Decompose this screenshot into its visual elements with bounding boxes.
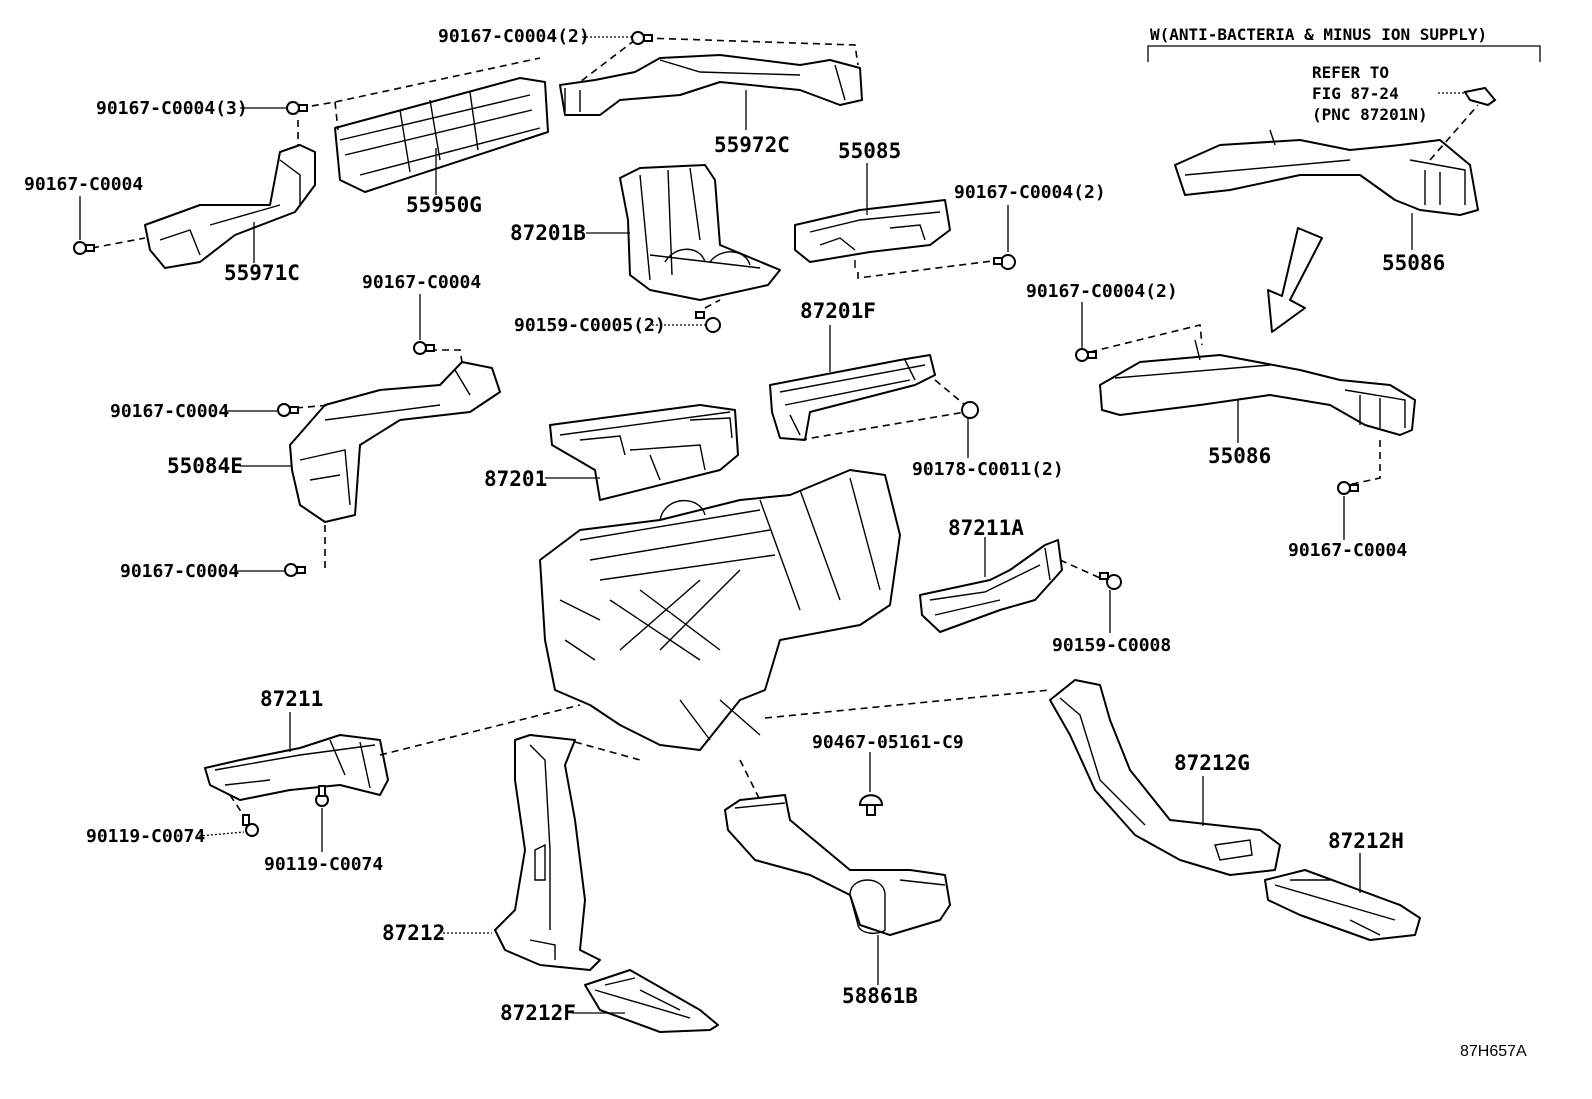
label-90167-c0004-2-top[interactable]: 90167-C0004(2): [438, 26, 590, 47]
bolt-icon: [993, 254, 1016, 270]
label-90119-c0074-a[interactable]: 90119-C0074: [86, 826, 205, 847]
label-55950g[interactable]: 55950G: [406, 193, 482, 217]
part-55084e[interactable]: [289, 361, 501, 523]
bolt-icon: [315, 785, 329, 807]
label-90167-c0004-d[interactable]: 90167-C0004: [120, 561, 239, 582]
part-hvac-unit: [539, 469, 901, 751]
part-87212h[interactable]: [1264, 869, 1421, 941]
label-90167-c0004-b[interactable]: 90167-C0004: [362, 272, 481, 293]
label-58861b[interactable]: 58861B: [842, 984, 918, 1008]
label-87201[interactable]: 87201: [484, 467, 547, 491]
note-refer-line3: (PNC 87201N): [1312, 105, 1428, 124]
bolt-icon: [277, 403, 299, 417]
label-55084e[interactable]: 55084E: [167, 454, 243, 478]
part-87212[interactable]: [494, 734, 601, 971]
label-87201f[interactable]: 87201F: [800, 299, 876, 323]
part-87212f[interactable]: [584, 969, 719, 1033]
bolt-icon: [242, 814, 259, 837]
part-87211a[interactable]: [919, 539, 1063, 633]
label-90159-c0005[interactable]: 90159-C0005(2): [514, 315, 666, 336]
diagram-code: 87H657A: [1460, 1043, 1527, 1060]
bolt-icon: [961, 401, 979, 419]
label-90167-c0004-c[interactable]: 90167-C0004: [110, 401, 229, 422]
part-55085[interactable]: [794, 199, 951, 268]
part-55086-mid[interactable]: [1099, 339, 1416, 436]
part-87201[interactable]: [549, 404, 739, 501]
label-55971c[interactable]: 55971C: [224, 261, 300, 285]
label-87212g[interactable]: 87212G: [1174, 751, 1250, 775]
label-87212[interactable]: 87212: [382, 921, 445, 945]
bolt-icon: [413, 341, 435, 355]
note-bracket: [1147, 45, 1541, 62]
label-90178-c0011[interactable]: 90178-C0011(2): [912, 459, 1064, 480]
label-90167-c0004-2-mid[interactable]: 90167-C0004(2): [954, 182, 1106, 203]
part-55950g[interactable]: [334, 77, 549, 193]
label-87211[interactable]: 87211: [260, 687, 323, 711]
label-55085[interactable]: 55085: [838, 139, 901, 163]
label-90119-c0074-b[interactable]: 90119-C0074: [264, 854, 383, 875]
bolt-icon: [284, 563, 306, 577]
part-55971c[interactable]: [144, 144, 316, 269]
bolt-icon: [695, 311, 721, 333]
label-55086-top[interactable]: 55086: [1382, 251, 1445, 275]
bolt-icon: [631, 31, 653, 45]
label-87211a[interactable]: 87211A: [948, 516, 1024, 540]
label-87201b[interactable]: 87201B: [510, 221, 586, 245]
note-refer-line2: FIG 87-24: [1312, 84, 1399, 103]
part-87212g[interactable]: [1049, 679, 1281, 876]
bolt-icon: [1075, 348, 1097, 362]
label-90167-c0004-3[interactable]: 90167-C0004(3): [96, 98, 248, 119]
label-90467-05161-c9[interactable]: 90467-05161-C9: [812, 732, 964, 753]
bolt-icon: [1099, 572, 1122, 590]
label-87212h[interactable]: 87212H: [1328, 829, 1404, 853]
part-55086-top[interactable]: [1174, 129, 1479, 216]
label-90167-c0004-a[interactable]: 90167-C0004: [24, 174, 143, 195]
arrow-icon: [1267, 227, 1323, 333]
part-58861b[interactable]: [724, 794, 951, 936]
label-90159-c0008[interactable]: 90159-C0008: [1052, 635, 1171, 656]
label-90167-c0004-e[interactable]: 90167-C0004: [1288, 540, 1407, 561]
label-87212f[interactable]: 87212F: [500, 1001, 576, 1025]
part-87201b[interactable]: [619, 164, 781, 301]
note-refer-line1: REFER TO: [1312, 63, 1389, 82]
clip-icon: [1463, 86, 1497, 107]
label-55086-mid[interactable]: 55086: [1208, 444, 1271, 468]
part-87211[interactable]: [204, 734, 389, 801]
part-87201f[interactable]: [769, 354, 936, 441]
bolt-icon: [286, 101, 308, 115]
label-90167-c0004-2-right[interactable]: 90167-C0004(2): [1026, 281, 1178, 302]
clip-icon: [858, 794, 884, 816]
part-55972c[interactable]: [559, 54, 863, 116]
label-55972c[interactable]: 55972C: [714, 133, 790, 157]
bolt-icon: [1337, 481, 1359, 495]
note-header: W(ANTI-BACTERIA & MINUS ION SUPPLY): [1150, 25, 1487, 44]
bolt-icon: [73, 241, 95, 255]
